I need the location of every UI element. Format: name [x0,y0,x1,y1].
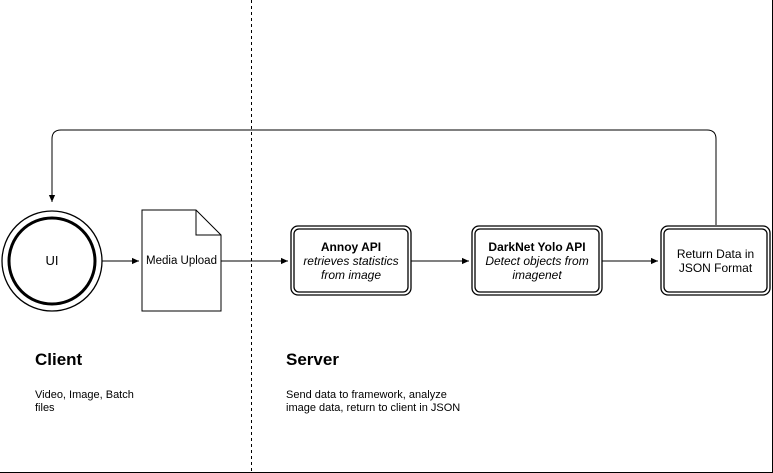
media-upload-label: Media Upload [146,255,217,267]
server-section-title: Server [286,350,339,369]
return-data-label-wrap: Return Data in JSON Format [668,233,763,288]
ui-node-label: UI [9,218,95,304]
return-data-label: Return Data in JSON Format [676,246,755,275]
ui-label: UI [45,253,59,268]
annoy-api-subtitle: retrieves statistics from image [303,253,399,282]
return-data-node[interactable] [660,225,771,296]
document-fold-icon [195,210,221,236]
annoy-api-label-wrap: Annoy API retrieves statistics from imag… [298,233,404,288]
annoy-api-title: Annoy API [320,239,382,254]
darknet-api-subtitle: Detect objects from imagenet [485,253,589,282]
darknet-api-title: DarkNet Yolo API [488,239,586,254]
darknet-api-label-wrap: DarkNet Yolo API Detect objects from ima… [479,233,595,288]
client-section-description: Video, Image, Batch files [35,389,134,414]
return-loop-connector [48,129,717,225]
client-section-title: Client [35,350,83,369]
server-section-description: Send data to framework, analyze image da… [286,389,461,414]
media-upload-label-wrap: Media Upload [142,240,221,282]
ui-node[interactable] [1,210,103,312]
